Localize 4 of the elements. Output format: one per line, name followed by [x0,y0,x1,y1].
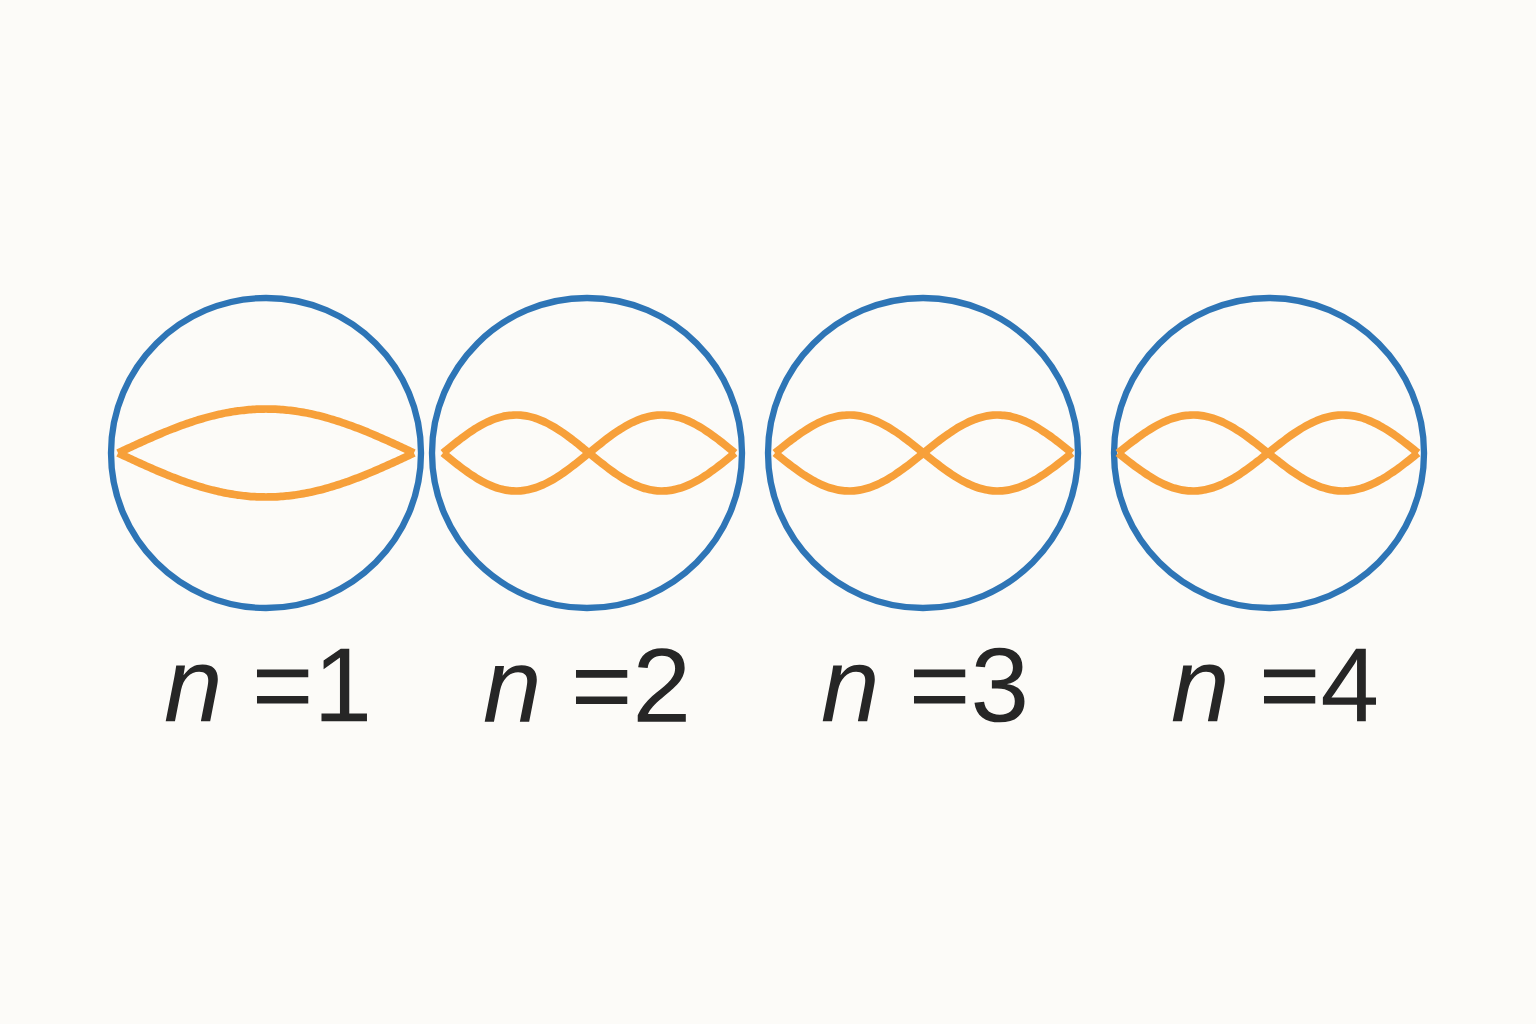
mode-label: n =1 [165,648,367,722]
mode-label: n =2 [484,648,686,722]
mode-label: n =4 [1172,648,1376,722]
mode-label: n =3 [822,647,1025,723]
